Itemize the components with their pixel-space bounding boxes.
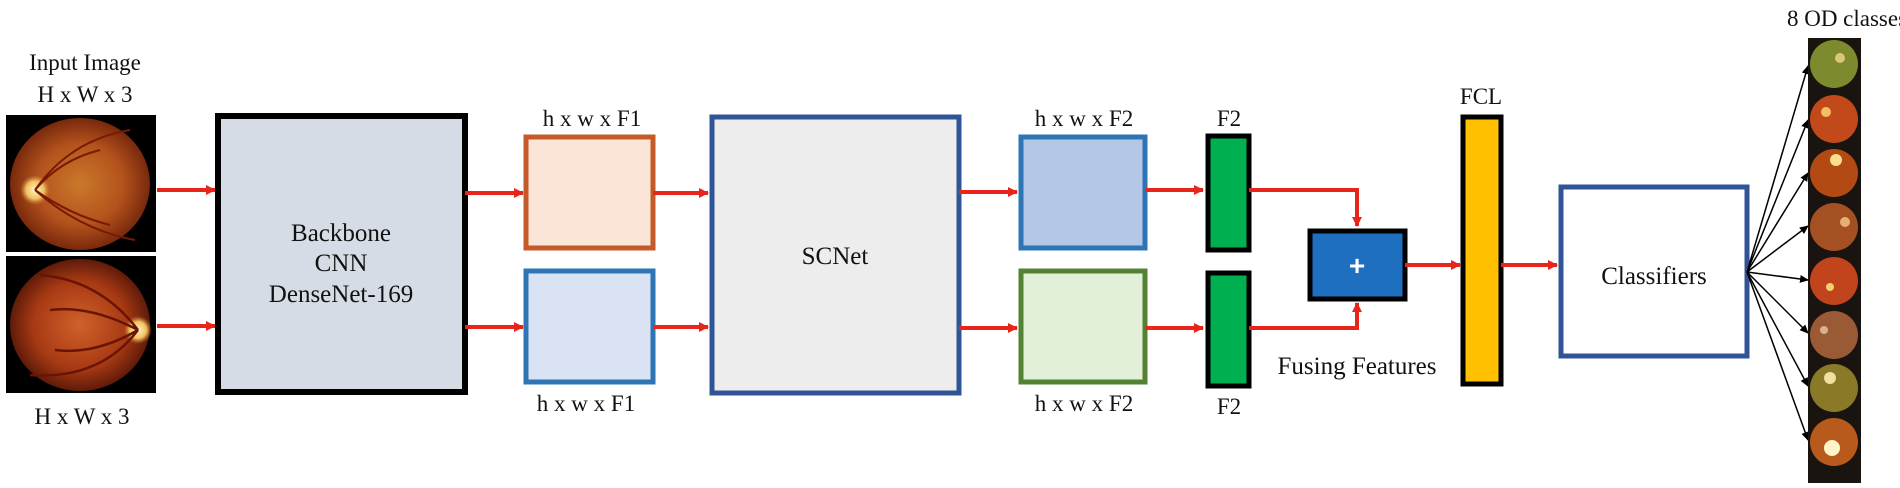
fanout-arrow-7 xyxy=(1746,271,1809,387)
class-thumb-6 xyxy=(1810,311,1858,359)
vector-bottom-label: F2 xyxy=(1217,394,1241,419)
input-dims-top: H x W x 3 xyxy=(38,82,133,107)
f2-bottom-box xyxy=(1018,268,1148,385)
scnet-label: SCNet xyxy=(802,243,869,270)
f2-top-box xyxy=(1018,134,1148,251)
fcl-label: FCL xyxy=(1460,84,1502,109)
scnet-box xyxy=(709,114,962,396)
fanout-arrow-6 xyxy=(1746,271,1809,334)
class-thumb-8 xyxy=(1810,418,1858,466)
fusion-label: Fusing Features xyxy=(1277,353,1436,380)
fanout-arrow-3 xyxy=(1746,172,1809,273)
classifiers-box xyxy=(1558,184,1750,359)
f2-top-label: h x w x F2 xyxy=(1035,106,1133,131)
class-fanout-arrows xyxy=(1746,65,1810,441)
class-thumb-2 xyxy=(1810,95,1858,143)
input-dims-bottom: H x W x 3 xyxy=(35,404,130,429)
class-thumb-3 xyxy=(1810,149,1858,197)
backbone-line3: DenseNet-169 xyxy=(269,281,413,308)
vector-top-bar xyxy=(1205,133,1252,253)
f2-bottom-label: h x w x F2 xyxy=(1035,391,1133,416)
arrow-vector-bottom-to-fusion xyxy=(1249,302,1362,330)
output-classes-title: 8 OD classes xyxy=(1787,6,1900,31)
input-image-title: Input Image xyxy=(29,50,141,75)
fanout-arrow-4 xyxy=(1746,225,1809,273)
fanout-arrow-1 xyxy=(1746,65,1810,273)
class-thumb-1 xyxy=(1810,40,1858,88)
vector-top-label: F2 xyxy=(1217,106,1241,131)
classifiers-label: Classifiers xyxy=(1601,263,1707,290)
arrow-vector-top-to-fusion xyxy=(1249,188,1362,227)
backbone-line2: CNN xyxy=(315,250,368,277)
fundus-image-bottom xyxy=(6,256,156,393)
class-thumb-5 xyxy=(1810,257,1858,305)
backbone-line1: Backbone xyxy=(291,220,391,247)
f1-top-box xyxy=(523,134,656,251)
class-thumb-4 xyxy=(1810,203,1858,251)
backbone-box xyxy=(215,113,468,395)
output-class-strip xyxy=(1808,38,1861,483)
fundus-image-top xyxy=(6,115,156,252)
class-thumb-7 xyxy=(1810,364,1858,412)
f1-bottom-label: h x w x F1 xyxy=(537,391,635,416)
fusion-plus-symbol: + xyxy=(1349,250,1365,281)
f1-top-label: h x w x F1 xyxy=(543,106,641,131)
vector-bottom-bar xyxy=(1205,270,1252,389)
fcl-bar xyxy=(1460,114,1504,387)
fanout-arrow-8 xyxy=(1746,271,1810,441)
f1-bottom-box xyxy=(523,268,656,385)
fanout-arrow-2 xyxy=(1746,119,1809,273)
fanout-arrow-5 xyxy=(1746,271,1809,283)
